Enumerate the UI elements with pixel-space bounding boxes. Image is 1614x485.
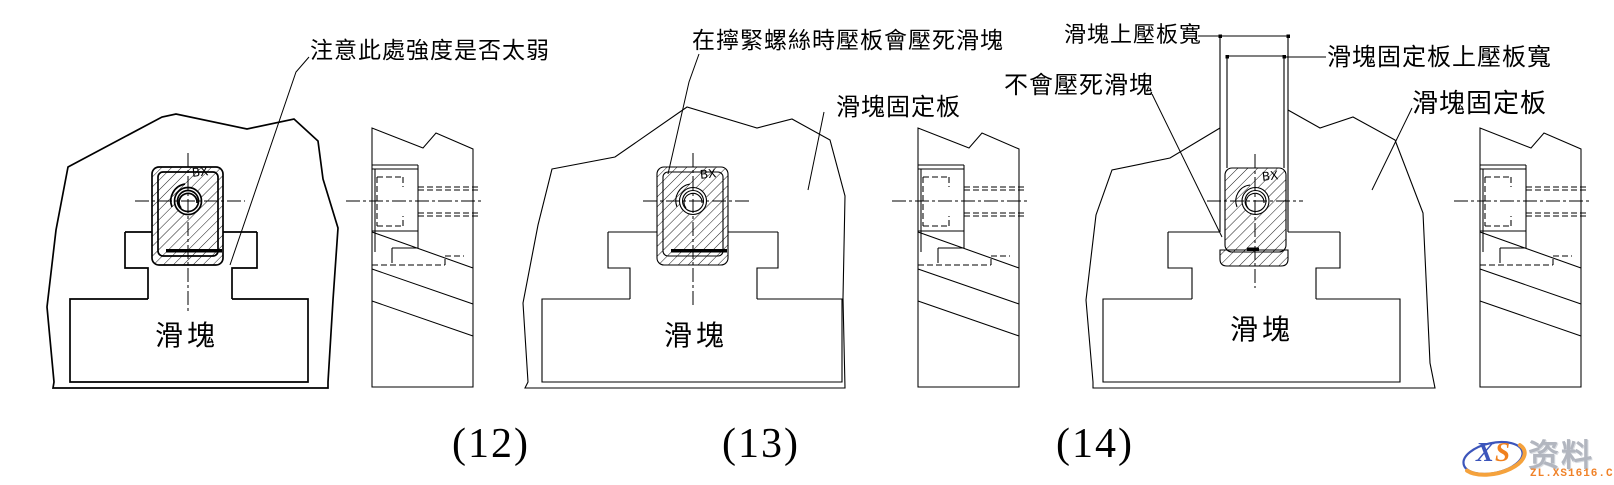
figure14-caption: (14) bbox=[1056, 421, 1134, 467]
watermark-site-name: 资料网 bbox=[1528, 438, 1594, 485]
watermark-logo-x: X bbox=[1476, 437, 1495, 467]
figure13-note: 在擰緊螺絲時壓板會壓死滑塊 bbox=[692, 28, 1004, 54]
figure-12-side-view bbox=[345, 127, 484, 388]
figure13-slider-label: 滑塊 bbox=[664, 319, 729, 352]
figure12-screw-label: BX bbox=[191, 164, 210, 180]
watermark-logo-ellipse bbox=[1462, 440, 1527, 477]
watermark-logo-s: S bbox=[1495, 437, 1511, 467]
dimension-ticks bbox=[1218, 34, 1290, 59]
figure12-note: 注意此處強度是否太弱 bbox=[310, 38, 550, 64]
figure12-caption: (12) bbox=[452, 421, 530, 467]
figure14-plate-label: 滑塊固定板 bbox=[1412, 89, 1548, 119]
figure13-screw-label: BX bbox=[699, 166, 718, 182]
figure13-plate-label: 滑塊固定板 bbox=[836, 93, 961, 121]
figure-13-main-view bbox=[522, 53, 846, 389]
mold-plate-outline bbox=[1085, 109, 1436, 389]
t-slot bbox=[124, 231, 258, 299]
figure-14-main-view bbox=[1085, 34, 1436, 389]
figure14-slider-label: 滑塊 bbox=[1230, 313, 1295, 346]
figure-13-side-view bbox=[891, 127, 1030, 388]
figure14-width-top-label: 滑塊上壓板寬 bbox=[1064, 23, 1203, 48]
figure13-caption: (13) bbox=[722, 421, 800, 467]
leader-line bbox=[229, 56, 310, 266]
plate-leader-line bbox=[1371, 107, 1413, 191]
plate-leader-line bbox=[807, 111, 825, 191]
watermark: X S 资料网 ZL.XS1616.COM bbox=[1432, 421, 1614, 485]
centerlines bbox=[1207, 154, 1303, 288]
slider-body bbox=[69, 298, 309, 383]
leader-line bbox=[667, 53, 700, 175]
t-slot bbox=[1167, 231, 1341, 299]
t-slot bbox=[607, 231, 779, 299]
figure14-width-inner-label: 滑塊固定板上壓板寬 bbox=[1327, 43, 1552, 71]
slider-body bbox=[541, 298, 843, 383]
tall-pressure-plate bbox=[1226, 55, 1285, 168]
plate-housing-channel bbox=[1219, 35, 1289, 232]
watermark-site-url: ZL.XS1616.COM bbox=[1530, 468, 1614, 480]
leader-line bbox=[1151, 93, 1223, 238]
mold-plate-outline bbox=[522, 106, 846, 389]
centerlines bbox=[643, 153, 750, 305]
centerlines bbox=[135, 153, 245, 312]
figure12-slider-label: 滑塊 bbox=[155, 319, 220, 352]
mold-plate-outline bbox=[46, 113, 339, 389]
plate-flange bbox=[1219, 249, 1289, 267]
figure14-note: 不會壓死滑塊 bbox=[1004, 71, 1154, 99]
figure-12-main-view bbox=[46, 56, 339, 389]
figure14-screw-label: BX bbox=[1261, 168, 1280, 184]
slider-body bbox=[1102, 298, 1401, 383]
figure-14-side-view bbox=[1453, 127, 1592, 388]
